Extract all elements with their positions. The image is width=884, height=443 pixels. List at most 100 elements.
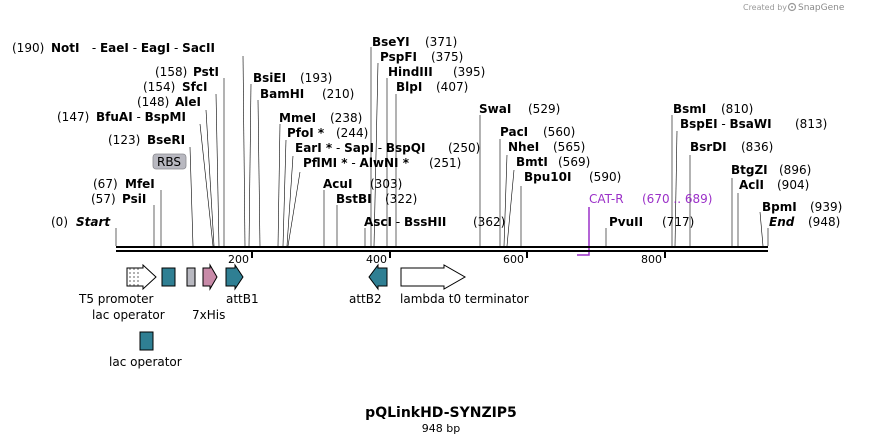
pspFI-connector bbox=[373, 62, 379, 247]
acuI-pos: (303) bbox=[370, 177, 402, 191]
aleI-pos: (148) bbox=[137, 95, 169, 109]
svg-text:PspFI(375): PspFI(375) bbox=[380, 50, 463, 64]
svg-text:(123)BseRI: (123)BseRI bbox=[108, 133, 185, 147]
svg-text:End(948): End (948) bbox=[769, 215, 840, 229]
pspFI-name: PspFI bbox=[380, 50, 417, 64]
site-connectors bbox=[115, 47, 769, 247]
earI-connector bbox=[286, 155, 294, 247]
features: T5 promoter lac operator lac operator RB… bbox=[78, 153, 529, 369]
start-name: Start bbox=[76, 215, 111, 229]
svg-text:(158)PstI: (158)PstI bbox=[155, 65, 219, 79]
pfoI-pos: (244) bbox=[336, 126, 368, 140]
bamHI-name: BamHI bbox=[260, 87, 304, 101]
bsiEI-name: BsiEI bbox=[253, 71, 286, 85]
bsrDI-name: BsrDI bbox=[690, 140, 727, 154]
bmtI-name: BmtI bbox=[516, 155, 548, 169]
bsmI-name: BsmI bbox=[673, 102, 706, 116]
lambda-terminator-arrow-icon bbox=[400, 264, 467, 290]
svg-text:BsrDI(836): BsrDI(836) bbox=[690, 140, 773, 154]
tick-800: 800 bbox=[641, 253, 662, 266]
sequence-backbone bbox=[116, 246, 768, 252]
svg-text:(0)Start: (0)Start bbox=[51, 215, 111, 229]
aclI-name: AclI bbox=[739, 178, 764, 192]
tick-400: 400 bbox=[366, 253, 387, 266]
bseYI-name: BseYI bbox=[372, 35, 410, 49]
sfcI-connector bbox=[215, 93, 220, 247]
eaeI-name: EaeI bbox=[100, 41, 129, 55]
credit-text: Created by bbox=[743, 3, 787, 12]
bssHII-name: BssHII bbox=[404, 215, 446, 229]
aclI-pos: (904) bbox=[777, 178, 809, 192]
bpmI-connector bbox=[759, 211, 764, 247]
svg-text:BpmI(939): BpmI(939) bbox=[762, 200, 842, 214]
bstBI-name: BstBI bbox=[336, 192, 372, 206]
bpu10I-name: Bpu10I bbox=[524, 170, 571, 184]
lambda-terminator-label: lambda t0 terminator bbox=[400, 292, 529, 306]
svg-text:PflMI * - AlwNI *(251): PflMI * - AlwNI *(251) bbox=[303, 156, 461, 170]
pfoI-connector bbox=[282, 139, 287, 247]
bsiEI-pos: (193) bbox=[300, 71, 332, 85]
alwNI-name: AlwNI * bbox=[360, 156, 410, 170]
t5-promoter-arrow-icon bbox=[126, 263, 157, 291]
bpu10I-pos: (590) bbox=[589, 170, 621, 184]
svg-text:BspEI - BsaWI(813): BspEI - BsaWI(813) bbox=[680, 117, 827, 131]
lac-operator-label-2: lac operator bbox=[109, 355, 182, 369]
svg-text:(67)MfeI: (67)MfeI bbox=[93, 177, 155, 191]
svg-text:NheI(565): NheI(565) bbox=[508, 140, 585, 154]
bspMI-name: BspMI bbox=[145, 110, 186, 124]
bfuAI-connector bbox=[199, 123, 214, 247]
ascI-name: AscI bbox=[364, 215, 392, 229]
bseRI-connector bbox=[189, 146, 194, 247]
svg-text:(190)NotI - EaeI - EagI - SacI: (190)NotI - EaeI - EagI - SacII bbox=[12, 41, 215, 55]
svg-text:CAT-R(670 .. 689): CAT-R(670 .. 689) bbox=[589, 192, 712, 206]
primer-cat-r: CAT-R(670 .. 689) bbox=[577, 192, 712, 256]
bstBI-pos: (322) bbox=[385, 192, 417, 206]
attb1-arrow-icon bbox=[225, 263, 244, 291]
bfuAI-name: BfuAI bbox=[96, 110, 133, 124]
bpmI-name: BpmI bbox=[762, 200, 797, 214]
svg-text:MmeI(238): MmeI(238) bbox=[279, 111, 362, 125]
sapI-name: SapI bbox=[344, 141, 374, 155]
his-arrow-icon bbox=[202, 263, 218, 291]
lac-operator-box-icon bbox=[161, 267, 176, 287]
nheI-pos: (565) bbox=[553, 140, 585, 154]
bamHI-connector bbox=[257, 99, 261, 247]
bamHI-pos: (210) bbox=[322, 87, 354, 101]
acuI-name: AcuI bbox=[323, 177, 352, 191]
feature-attb1: attB1 bbox=[225, 263, 259, 306]
feature-t5-promoter: T5 promoter bbox=[78, 263, 157, 306]
feature-lac-operator-2: lac operator bbox=[109, 331, 182, 369]
snapgene-logo-icon bbox=[787, 2, 797, 12]
restriction-sites: (190)NotI - EaeI - EagI - SacII (158)Pst… bbox=[12, 35, 842, 229]
end-name: End bbox=[769, 215, 795, 229]
psiI-name: PsiI bbox=[122, 192, 146, 206]
pfoI-name: PfoI * bbox=[287, 126, 325, 140]
svg-text:HindIII(395): HindIII(395) bbox=[388, 65, 485, 79]
pacI-pos: (560) bbox=[543, 125, 575, 139]
primer-name: CAT-R bbox=[589, 192, 624, 206]
svg-text:AscI - BssHII(362): AscI - BssHII(362) bbox=[364, 215, 505, 229]
feature-rbs: RBS bbox=[152, 153, 196, 287]
pvuII-name: PvuII bbox=[609, 215, 643, 229]
attb2-label: attB2 bbox=[349, 292, 382, 306]
notI-name: NotI bbox=[51, 41, 80, 55]
earI-name: EarI * bbox=[295, 141, 333, 155]
swaI-name: SwaI bbox=[479, 102, 511, 116]
bsmI-pos: (810) bbox=[721, 102, 753, 116]
lac-operator-box-icon bbox=[139, 331, 154, 351]
mmeI-connector bbox=[277, 123, 281, 247]
rbs-badge bbox=[152, 153, 187, 170]
pacI-name: PacI bbox=[500, 125, 528, 139]
end-pos: (948) bbox=[808, 215, 840, 229]
svg-text:(57)PsiI: (57)PsiI bbox=[91, 192, 146, 206]
feature-attb2: attB2 bbox=[349, 263, 388, 306]
bmtI-connector bbox=[506, 169, 515, 247]
bspQI-name: BspQI bbox=[386, 141, 426, 155]
sacII-name: SacII bbox=[182, 41, 215, 55]
bsaWI-name: BsaWI bbox=[730, 117, 772, 131]
plasmid-name: pQLinkHD-SYNZIP5 bbox=[365, 405, 517, 421]
svg-text:BstBI(322): BstBI (322) bbox=[336, 192, 417, 206]
feature-7xhis: 7xHis bbox=[192, 263, 225, 322]
svg-text:(154)SfcI: (154)SfcI bbox=[143, 80, 207, 94]
